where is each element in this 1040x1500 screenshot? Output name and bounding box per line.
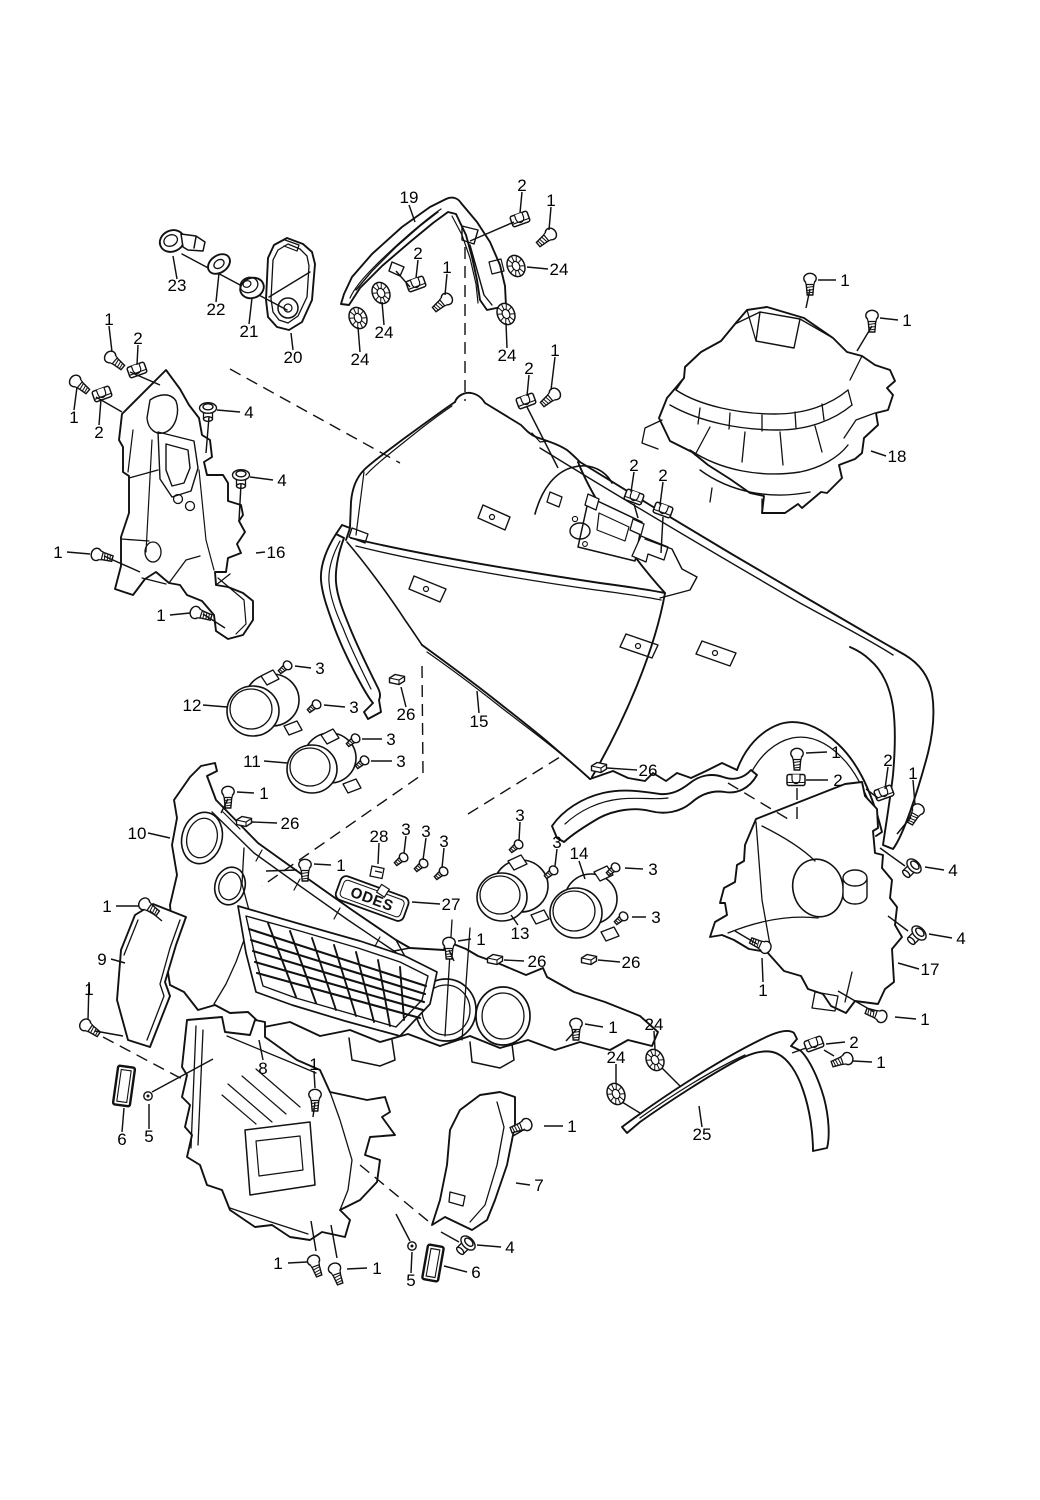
svg-text:3: 3: [439, 832, 448, 851]
svg-text:24: 24: [351, 350, 370, 369]
svg-text:4: 4: [505, 1238, 514, 1257]
svg-text:1: 1: [758, 981, 767, 1000]
svg-text:8: 8: [258, 1059, 267, 1078]
svg-text:24: 24: [375, 323, 394, 342]
svg-text:2: 2: [133, 329, 142, 348]
svg-text:1: 1: [840, 271, 849, 290]
svg-text:6: 6: [117, 1130, 126, 1149]
svg-text:1: 1: [546, 191, 555, 210]
svg-text:1: 1: [476, 930, 485, 949]
svg-text:4: 4: [956, 929, 965, 948]
svg-text:26: 26: [622, 953, 641, 972]
svg-text:5: 5: [406, 1271, 415, 1290]
svg-text:1: 1: [69, 408, 78, 427]
svg-text:1: 1: [902, 311, 911, 330]
svg-text:15: 15: [470, 712, 489, 731]
svg-text:3: 3: [315, 659, 324, 678]
svg-text:3: 3: [515, 806, 524, 825]
svg-text:1: 1: [104, 310, 113, 329]
svg-text:26: 26: [528, 952, 547, 971]
svg-text:1: 1: [442, 258, 451, 277]
svg-text:12: 12: [183, 696, 202, 715]
svg-text:24: 24: [607, 1048, 626, 1067]
svg-text:23: 23: [168, 276, 187, 295]
svg-text:2: 2: [629, 456, 638, 475]
svg-text:1: 1: [831, 743, 840, 762]
svg-text:9: 9: [97, 950, 106, 969]
svg-text:3: 3: [386, 730, 395, 749]
svg-text:4: 4: [244, 403, 253, 422]
svg-text:26: 26: [281, 814, 300, 833]
svg-text:17: 17: [921, 960, 940, 979]
svg-text:16: 16: [267, 543, 286, 562]
svg-text:5: 5: [144, 1127, 153, 1146]
svg-text:1: 1: [273, 1254, 282, 1273]
svg-text:2: 2: [883, 751, 892, 770]
svg-text:2: 2: [849, 1033, 858, 1052]
svg-text:2: 2: [658, 466, 667, 485]
svg-text:1: 1: [259, 784, 268, 803]
svg-text:14: 14: [570, 844, 589, 863]
svg-text:3: 3: [401, 820, 410, 839]
svg-text:26: 26: [639, 761, 658, 780]
svg-text:1: 1: [309, 1055, 318, 1074]
svg-text:2: 2: [517, 176, 526, 195]
svg-text:1: 1: [84, 980, 93, 999]
svg-text:4: 4: [948, 861, 957, 880]
svg-text:1: 1: [156, 606, 165, 625]
svg-text:24: 24: [550, 260, 569, 279]
svg-text:1: 1: [608, 1018, 617, 1037]
svg-text:3: 3: [552, 833, 561, 852]
svg-text:2: 2: [94, 423, 103, 442]
svg-text:27: 27: [442, 895, 461, 914]
svg-text:1: 1: [550, 341, 559, 360]
svg-text:28: 28: [370, 827, 389, 846]
svg-text:24: 24: [645, 1015, 664, 1034]
svg-text:18: 18: [888, 447, 907, 466]
svg-text:1: 1: [876, 1053, 885, 1072]
svg-text:2: 2: [524, 359, 533, 378]
svg-text:26: 26: [397, 705, 416, 724]
svg-text:6: 6: [471, 1263, 480, 1282]
svg-text:3: 3: [421, 822, 430, 841]
svg-text:11: 11: [243, 752, 261, 771]
svg-text:1: 1: [53, 543, 62, 562]
svg-text:10: 10: [128, 824, 147, 843]
svg-text:21: 21: [240, 322, 259, 341]
svg-text:3: 3: [349, 698, 358, 717]
svg-text:1: 1: [908, 764, 917, 783]
svg-text:3: 3: [651, 908, 660, 927]
svg-text:2: 2: [833, 771, 842, 790]
svg-text:24: 24: [498, 346, 517, 365]
svg-text:22: 22: [207, 300, 226, 319]
svg-text:1: 1: [372, 1259, 381, 1278]
svg-text:1: 1: [336, 856, 345, 875]
svg-text:1: 1: [102, 897, 111, 916]
svg-text:19: 19: [400, 188, 419, 207]
svg-text:1: 1: [920, 1010, 929, 1029]
svg-text:2: 2: [413, 244, 422, 263]
svg-text:25: 25: [693, 1125, 712, 1144]
svg-text:1: 1: [567, 1117, 576, 1136]
svg-text:7: 7: [534, 1176, 543, 1195]
svg-text:13: 13: [511, 924, 530, 943]
svg-text:20: 20: [284, 348, 303, 367]
svg-text:3: 3: [648, 860, 657, 879]
svg-text:4: 4: [277, 471, 286, 490]
svg-text:3: 3: [396, 752, 405, 771]
